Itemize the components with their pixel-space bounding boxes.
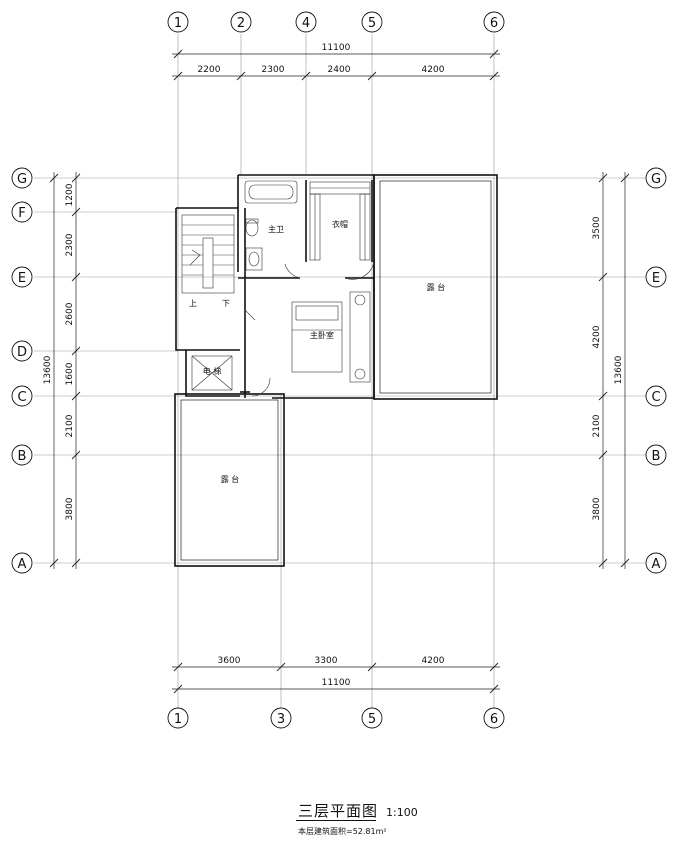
grid-bubble-left-e: E bbox=[11, 266, 33, 288]
svg-text:G: G bbox=[651, 172, 661, 187]
dim-right-seg-2: 4200 bbox=[592, 325, 602, 348]
grid-bubble-right-a: A bbox=[645, 552, 667, 574]
dim-right-total: 13600 bbox=[614, 355, 624, 384]
svg-text:B: B bbox=[652, 449, 661, 464]
dim-left-seg-2: 2300 bbox=[65, 233, 75, 256]
fixtures bbox=[181, 180, 375, 397]
svg-text:2: 2 bbox=[237, 16, 245, 31]
svg-text:4: 4 bbox=[302, 16, 310, 31]
svg-text:5: 5 bbox=[368, 712, 376, 727]
dim-top-seg-2: 2300 bbox=[262, 65, 285, 75]
svg-text:E: E bbox=[18, 271, 26, 286]
dim-bottom-total: 11100 bbox=[322, 678, 351, 688]
dim-left-seg-3: 2600 bbox=[65, 302, 75, 325]
svg-text:C: C bbox=[17, 390, 26, 405]
grid-lines bbox=[34, 34, 646, 720]
building-walls bbox=[174, 174, 498, 567]
dim-left-seg-5: 2100 bbox=[65, 414, 75, 437]
title-underline bbox=[296, 820, 376, 821]
grid-bubble-left-c: C bbox=[11, 385, 33, 407]
grid-bubble-right-c: C bbox=[645, 385, 667, 407]
grid-bubble-left-b: B bbox=[11, 444, 33, 466]
dim-right-seg-1: 3500 bbox=[592, 216, 602, 239]
svg-text:C: C bbox=[651, 390, 660, 405]
grid-bubble-top-6: 6 bbox=[483, 11, 505, 33]
svg-text:6: 6 bbox=[490, 712, 498, 727]
grid-bubble-top-5: 5 bbox=[361, 11, 383, 33]
dim-left-seg-4: 1600 bbox=[65, 362, 75, 385]
room-label-stair-down: 下 bbox=[222, 299, 230, 308]
room-label-master-bath: 主卫 bbox=[268, 224, 284, 234]
dim-bottom-seg-1: 3600 bbox=[218, 656, 241, 666]
room-label-elevator: 电 梯 bbox=[203, 366, 222, 376]
dim-right-seg-4: 3800 bbox=[592, 497, 602, 520]
drawing-title: 三层平面图 1:100 bbox=[298, 800, 418, 821]
grid-bubble-top-2: 2 bbox=[230, 11, 252, 33]
grid-bubble-left-a: A bbox=[11, 552, 33, 574]
svg-text:3: 3 bbox=[277, 712, 285, 727]
grid-bubble-bottom-1: 1 bbox=[167, 707, 189, 729]
grid-bubble-right-b: B bbox=[645, 444, 667, 466]
room-label-stair-up: 上 bbox=[189, 299, 197, 308]
grid-bubble-bottom-6: 6 bbox=[483, 707, 505, 729]
grid-bubble-bottom-3: 3 bbox=[270, 707, 292, 729]
dim-top-total: 11100 bbox=[322, 43, 351, 53]
room-label-master-bedroom: 主卧室 bbox=[310, 330, 334, 340]
dim-bottom-seg-2: 3300 bbox=[315, 656, 338, 666]
svg-text:A: A bbox=[18, 557, 27, 572]
room-label-closet: 衣帽 bbox=[332, 219, 348, 229]
dim-left-seg-1: 1200 bbox=[65, 183, 75, 206]
dim-bottom-seg-3: 4200 bbox=[422, 656, 445, 666]
grid-bubble-bottom-5: 5 bbox=[361, 707, 383, 729]
grid-bubble-left-g: G bbox=[11, 167, 33, 189]
floor-area-note: 本层建筑面积=52.81m² bbox=[298, 827, 387, 836]
svg-text:G: G bbox=[17, 172, 27, 187]
dim-left-total: 13600 bbox=[43, 355, 53, 384]
grid-bubble-top-4: 4 bbox=[295, 11, 317, 33]
svg-text:B: B bbox=[18, 449, 27, 464]
svg-text:F: F bbox=[18, 206, 25, 221]
grid-bubble-left-d: D bbox=[11, 340, 33, 362]
dim-top-seg-4: 4200 bbox=[422, 65, 445, 75]
svg-text:E: E bbox=[652, 271, 660, 286]
dim-right-seg-3: 2100 bbox=[592, 414, 602, 437]
svg-text:1: 1 bbox=[174, 712, 182, 727]
dimension-lines bbox=[49, 49, 630, 694]
svg-text:A: A bbox=[652, 557, 661, 572]
drawing-title-name: 三层平面图 bbox=[298, 802, 379, 820]
grid-bubble-left-f: F bbox=[11, 201, 33, 223]
dim-top-seg-3: 2400 bbox=[328, 65, 351, 75]
drawing-scale: 1:100 bbox=[386, 806, 418, 819]
room-label-terrace-south: 露 台 bbox=[221, 474, 240, 484]
svg-text:6: 6 bbox=[490, 16, 498, 31]
dim-top-seg-1: 2200 bbox=[198, 65, 221, 75]
grid-bubble-right-e: E bbox=[645, 266, 667, 288]
dim-left-seg-6: 3800 bbox=[65, 497, 75, 520]
svg-text:D: D bbox=[17, 345, 27, 360]
svg-text:5: 5 bbox=[368, 16, 376, 31]
grid-bubble-top-1: 1 bbox=[167, 11, 189, 33]
svg-text:1: 1 bbox=[174, 16, 182, 31]
room-label-terrace-east: 露 台 bbox=[427, 282, 446, 292]
grid-bubble-right-g: G bbox=[645, 167, 667, 189]
